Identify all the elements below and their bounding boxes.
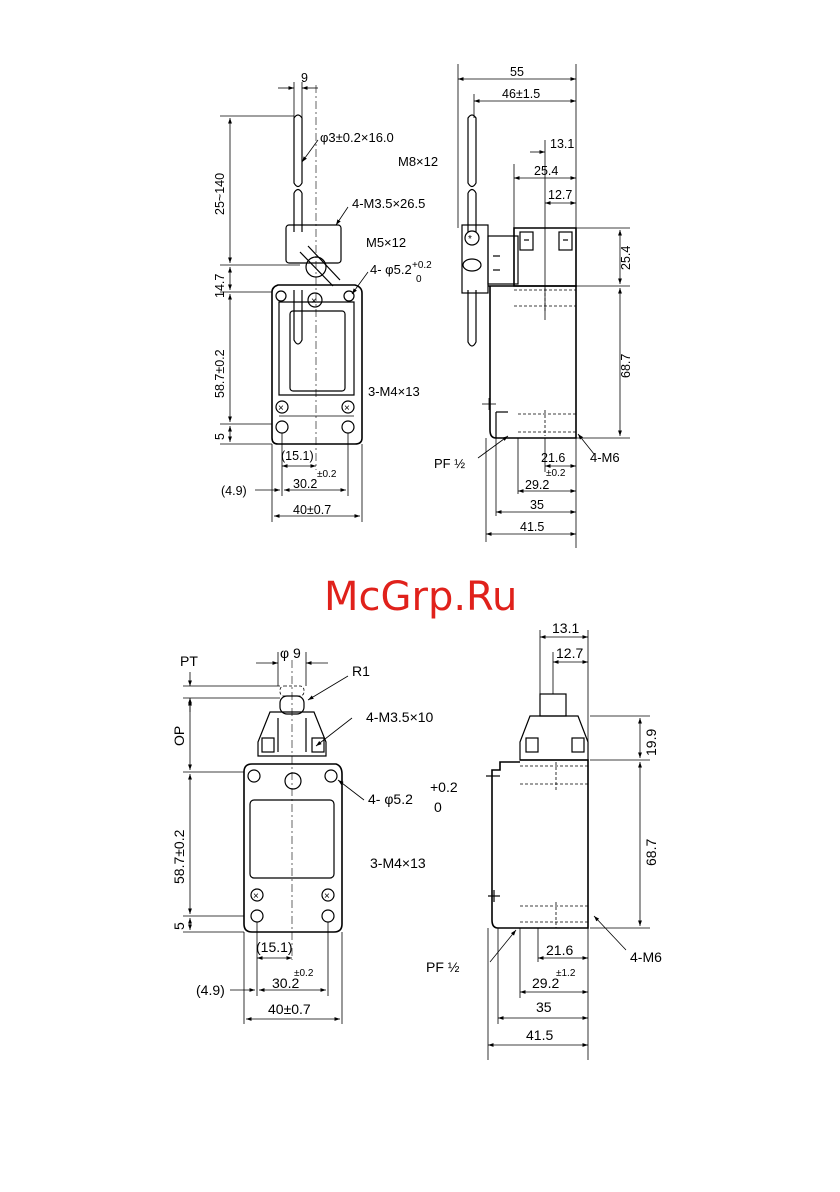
watermark-text: McGrp.Ru	[324, 574, 517, 620]
callout-hole-b-tol-plus: +0.2	[430, 779, 458, 795]
dim-68-7: 68.7	[619, 354, 633, 378]
dim-plunger-dia: φ 9	[280, 645, 301, 661]
callout-m4-b: 3-M4×13	[370, 855, 426, 871]
side-rod: *	[461, 114, 489, 347]
dim-35: 35	[530, 498, 544, 512]
switch-body-front-b: × ×	[243, 660, 343, 960]
dim-hole-pitch: 30.2	[293, 477, 317, 491]
dim-ref-15-b: (15.1)	[256, 939, 293, 955]
callout-m35-b: 4-M3.5×10	[366, 709, 434, 725]
dim-hole-pitch-b-tol: ±0.2	[294, 968, 314, 979]
svg-text:×: ×	[278, 403, 284, 414]
top-front-leaders	[301, 139, 369, 295]
lever-arm	[285, 85, 342, 470]
label-op: OP	[171, 726, 187, 746]
top-side-extension-lines	[457, 64, 630, 548]
svg-text:×: ×	[344, 403, 350, 414]
svg-text:*: *	[468, 234, 472, 245]
dim-29-2-b: 29.2	[532, 975, 559, 991]
bottom-front-view: × ×	[171, 645, 458, 1024]
dim-mount-height-b: 58.7±0.2	[171, 829, 187, 884]
dim-base-offset-b: 5	[171, 922, 187, 930]
dim-rod-depth: 46±1.5	[502, 87, 540, 101]
dim-rod-length: 25~140	[213, 173, 227, 215]
dim-41-5-b: 41.5	[526, 1027, 553, 1043]
dim-29-2: 29.2	[525, 478, 549, 492]
bottom-front-dimension-lines	[188, 661, 340, 1021]
dim-21-6: 21.6	[541, 451, 565, 465]
dim-13-1-b: 13.1	[552, 620, 579, 636]
dim-41-5: 41.5	[520, 520, 544, 534]
dim-body-width: 40±0.7	[293, 503, 331, 517]
dim-lever-offset: 14.7	[213, 274, 227, 298]
callout-m35: 4-M3.5×26.5	[352, 196, 425, 211]
dim-12-7-b: 12.7	[556, 645, 583, 661]
callout-m4: 3-M4×13	[368, 384, 420, 399]
dim-21-6-tol: ±0.2	[546, 468, 566, 479]
top-front-dimension-lines	[228, 86, 360, 518]
dim-hole-pitch-b: 30.2	[272, 975, 299, 991]
dim-body-width-b: 40±0.7	[268, 1001, 311, 1017]
bottom-front-extension-lines	[183, 652, 343, 1024]
callout-m6-b: 4-M6	[630, 949, 662, 965]
dim-25-4-v: 25.4	[619, 246, 633, 270]
label-pt: PT	[180, 653, 198, 669]
bottom-side-extension-lines	[487, 630, 650, 1060]
callout-r1: R1	[352, 663, 370, 679]
callout-pf: PF ½	[434, 456, 465, 471]
dim-ref-15: (15.1)	[281, 449, 314, 463]
dim-rod-width: 9	[301, 71, 308, 85]
dim-35-b: 35	[536, 999, 552, 1015]
dim-19-9: 19.9	[643, 729, 659, 756]
dim-21-6-b-tol: ±1.2	[556, 968, 576, 979]
callout-hole-tol-plus: +0.2	[412, 260, 432, 271]
dim-ref-4-9: (4.9)	[221, 484, 247, 498]
svg-text:×: ×	[311, 296, 317, 307]
callout-hole-b-tol-zero: 0	[434, 799, 442, 815]
top-side-leaders	[477, 433, 595, 459]
side-body-b	[486, 693, 589, 929]
dim-overall-depth: 55	[510, 65, 524, 79]
callout-hole-b: 4- φ5.2	[368, 791, 413, 807]
bottom-side-leaders	[489, 915, 627, 963]
dim-13-1: 13.1	[550, 137, 574, 151]
dim-21-6-b: 21.6	[546, 942, 573, 958]
callout-m6: 4-M6	[590, 450, 620, 465]
lever-rod	[293, 114, 303, 345]
callout-hole: 4- φ5.2	[370, 262, 412, 277]
svg-text:×: ×	[324, 891, 330, 902]
callout-m5: M5×12	[366, 235, 406, 250]
bottom-side-view: 13.1 12.7 19.9 68.7 21.6 ±1.2 29.2 35 41…	[426, 620, 662, 1060]
dim-hole-pitch-tol: ±0.2	[317, 469, 337, 480]
top-side-view: *	[434, 64, 633, 548]
callout-pf-b: PF ½	[426, 959, 460, 975]
dim-base-offset: 5	[213, 433, 227, 440]
callout-m8: M8×12	[398, 154, 438, 169]
callout-rod: φ3±0.2×16.0	[320, 130, 394, 145]
callout-hole-tol-zero: 0	[416, 274, 422, 285]
dim-68-7-b: 68.7	[643, 839, 659, 866]
bottom-front-leaders	[307, 675, 365, 801]
svg-text:×: ×	[253, 891, 259, 902]
bottom-side-dimension-lines	[488, 635, 642, 1047]
top-side-dimension-lines	[458, 77, 622, 536]
top-front-view: × × ×	[213, 71, 438, 522]
switch-body-front: × × ×	[271, 284, 363, 445]
dim-mount-height: 58.7±0.2	[213, 349, 227, 398]
side-body	[482, 227, 577, 439]
dim-ref-4-9-b: (4.9)	[196, 982, 225, 998]
dim-25-4-h: 25.4	[534, 164, 558, 178]
dim-12-7: 12.7	[548, 188, 572, 202]
